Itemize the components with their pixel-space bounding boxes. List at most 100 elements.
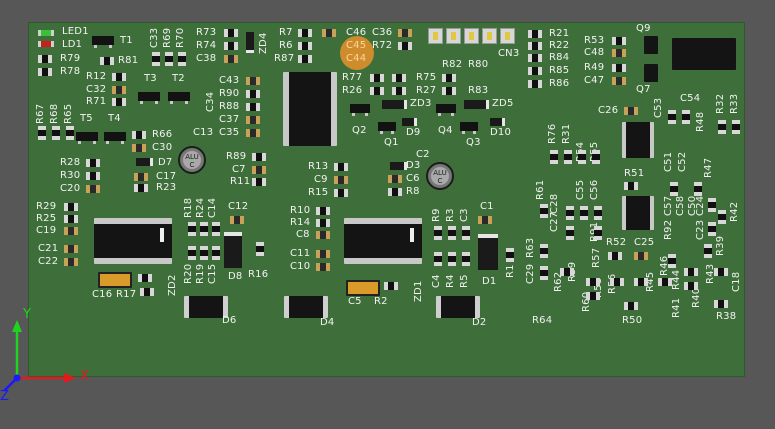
c13-marking-c: C <box>189 161 195 169</box>
d4-diode <box>284 296 328 318</box>
label-r23: R23 <box>156 182 177 193</box>
c21-capacitor <box>64 245 78 253</box>
label-r4: R4 <box>445 274 456 288</box>
label-c45: C45 <box>346 40 367 51</box>
label-c54: C54 <box>680 93 701 104</box>
r84-resistor <box>528 54 542 62</box>
label-r86: R86 <box>549 78 570 89</box>
label-c44: C44 <box>346 53 367 64</box>
label-r31: R31 <box>561 123 572 144</box>
c4-capacitor <box>434 252 442 266</box>
c27-capacitor <box>566 226 574 240</box>
label-c46: C46 <box>346 27 367 38</box>
label-r39: R39 <box>715 235 726 256</box>
c17-capacitor <box>134 173 148 181</box>
label-c6: C6 <box>406 173 420 184</box>
c10-capacitor <box>316 263 330 271</box>
label-r44: R44 <box>671 269 682 290</box>
r53-resistor <box>612 37 626 45</box>
r24-resistor <box>200 222 208 236</box>
highlight-c45-c44[interactable] <box>340 36 374 70</box>
d1-diode <box>478 234 498 270</box>
label-c19: C19 <box>36 225 57 236</box>
r80-resistor <box>442 87 456 95</box>
c5-tantalum <box>346 280 380 296</box>
c48-capacitor <box>612 49 626 57</box>
r8-resistor <box>388 188 402 196</box>
c46-capacitor <box>322 29 336 37</box>
label-r24: R24 <box>195 197 206 218</box>
r67-resistor <box>38 126 46 140</box>
label-r85: R85 <box>549 65 570 76</box>
label-r16: R16 <box>248 269 269 280</box>
t3-transistor <box>138 92 160 104</box>
r15-resistor <box>334 189 348 197</box>
r10-resistor <box>316 207 330 215</box>
c24-capacitor <box>708 198 716 212</box>
d3-diode <box>390 162 407 170</box>
label-r18: R18 <box>183 197 194 218</box>
label-r63: R63 <box>525 237 536 258</box>
label-zd5: ZD5 <box>492 98 514 109</box>
q3-transistor <box>460 122 478 134</box>
label-r17: R17 <box>116 289 137 300</box>
label-r77: R77 <box>342 72 363 83</box>
c8-capacitor <box>316 231 330 239</box>
d8-diode <box>224 232 242 268</box>
label-r71: R71 <box>86 96 107 107</box>
label-d9: D9 <box>406 127 421 138</box>
r59-resistor <box>586 278 600 286</box>
label-c48: C48 <box>584 47 605 58</box>
label-r25: R25 <box>36 213 57 224</box>
label-c18: C18 <box>731 271 742 292</box>
c23-capacitor <box>708 222 716 236</box>
label-zd3: ZD3 <box>410 98 432 109</box>
label-c16: C16 <box>92 289 113 300</box>
r70-resistor <box>178 52 186 66</box>
label-c21: C21 <box>38 243 59 254</box>
c53-capacitor <box>668 110 676 124</box>
r82-resistor <box>442 74 456 82</box>
r68-resistor <box>52 126 60 140</box>
label-d2: D2 <box>472 317 487 328</box>
label-c20: C20 <box>60 183 81 194</box>
label-r38: R38 <box>716 311 737 322</box>
c51-capacitor <box>670 182 678 196</box>
ic-soic-14-center[interactable] <box>344 218 422 264</box>
r91-resistor <box>594 226 602 240</box>
label-r92: R92 <box>663 219 674 240</box>
q4-transistor <box>436 104 456 116</box>
label-r33: R33 <box>729 93 740 114</box>
label-d4: D4 <box>320 317 335 328</box>
r29-resistor <box>64 203 78 211</box>
ic-soic-14-left[interactable] <box>94 218 172 264</box>
c43-capacitor <box>246 77 260 85</box>
label-r7: R7 <box>279 27 293 38</box>
r33-resistor <box>732 120 740 134</box>
label-r79: R79 <box>60 53 81 64</box>
ic-tssop-main[interactable] <box>283 72 337 146</box>
label-r26: R26 <box>342 85 363 96</box>
r61-resistor <box>540 204 548 218</box>
label-c23: C23 <box>695 219 706 240</box>
c2-marking-alu: ALU <box>433 169 447 177</box>
label-r11: R11 <box>230 176 251 187</box>
r14-resistor <box>316 219 330 227</box>
c56-capacitor <box>594 206 602 220</box>
label-d1: D1 <box>482 276 497 287</box>
r63-resistor <box>540 244 548 258</box>
label-r88: R88 <box>219 101 240 112</box>
c54-capacitor <box>682 110 690 124</box>
pcb-board[interactable]: LED1 LD1 R79 R78 T1 R81 C33 R69 R70 R73 … <box>28 22 745 377</box>
label-t4: T4 <box>108 113 121 124</box>
label-c38: C38 <box>196 53 217 64</box>
label-r82: R82 <box>442 59 463 70</box>
r76-resistor <box>550 150 558 164</box>
cn3-header[interactable] <box>428 28 524 46</box>
label-cn3: CN3 <box>498 48 520 59</box>
label-r73: R73 <box>196 27 217 38</box>
label-r8: R8 <box>406 186 420 197</box>
r74-resistor <box>224 42 238 50</box>
label-c15: C15 <box>207 263 218 284</box>
